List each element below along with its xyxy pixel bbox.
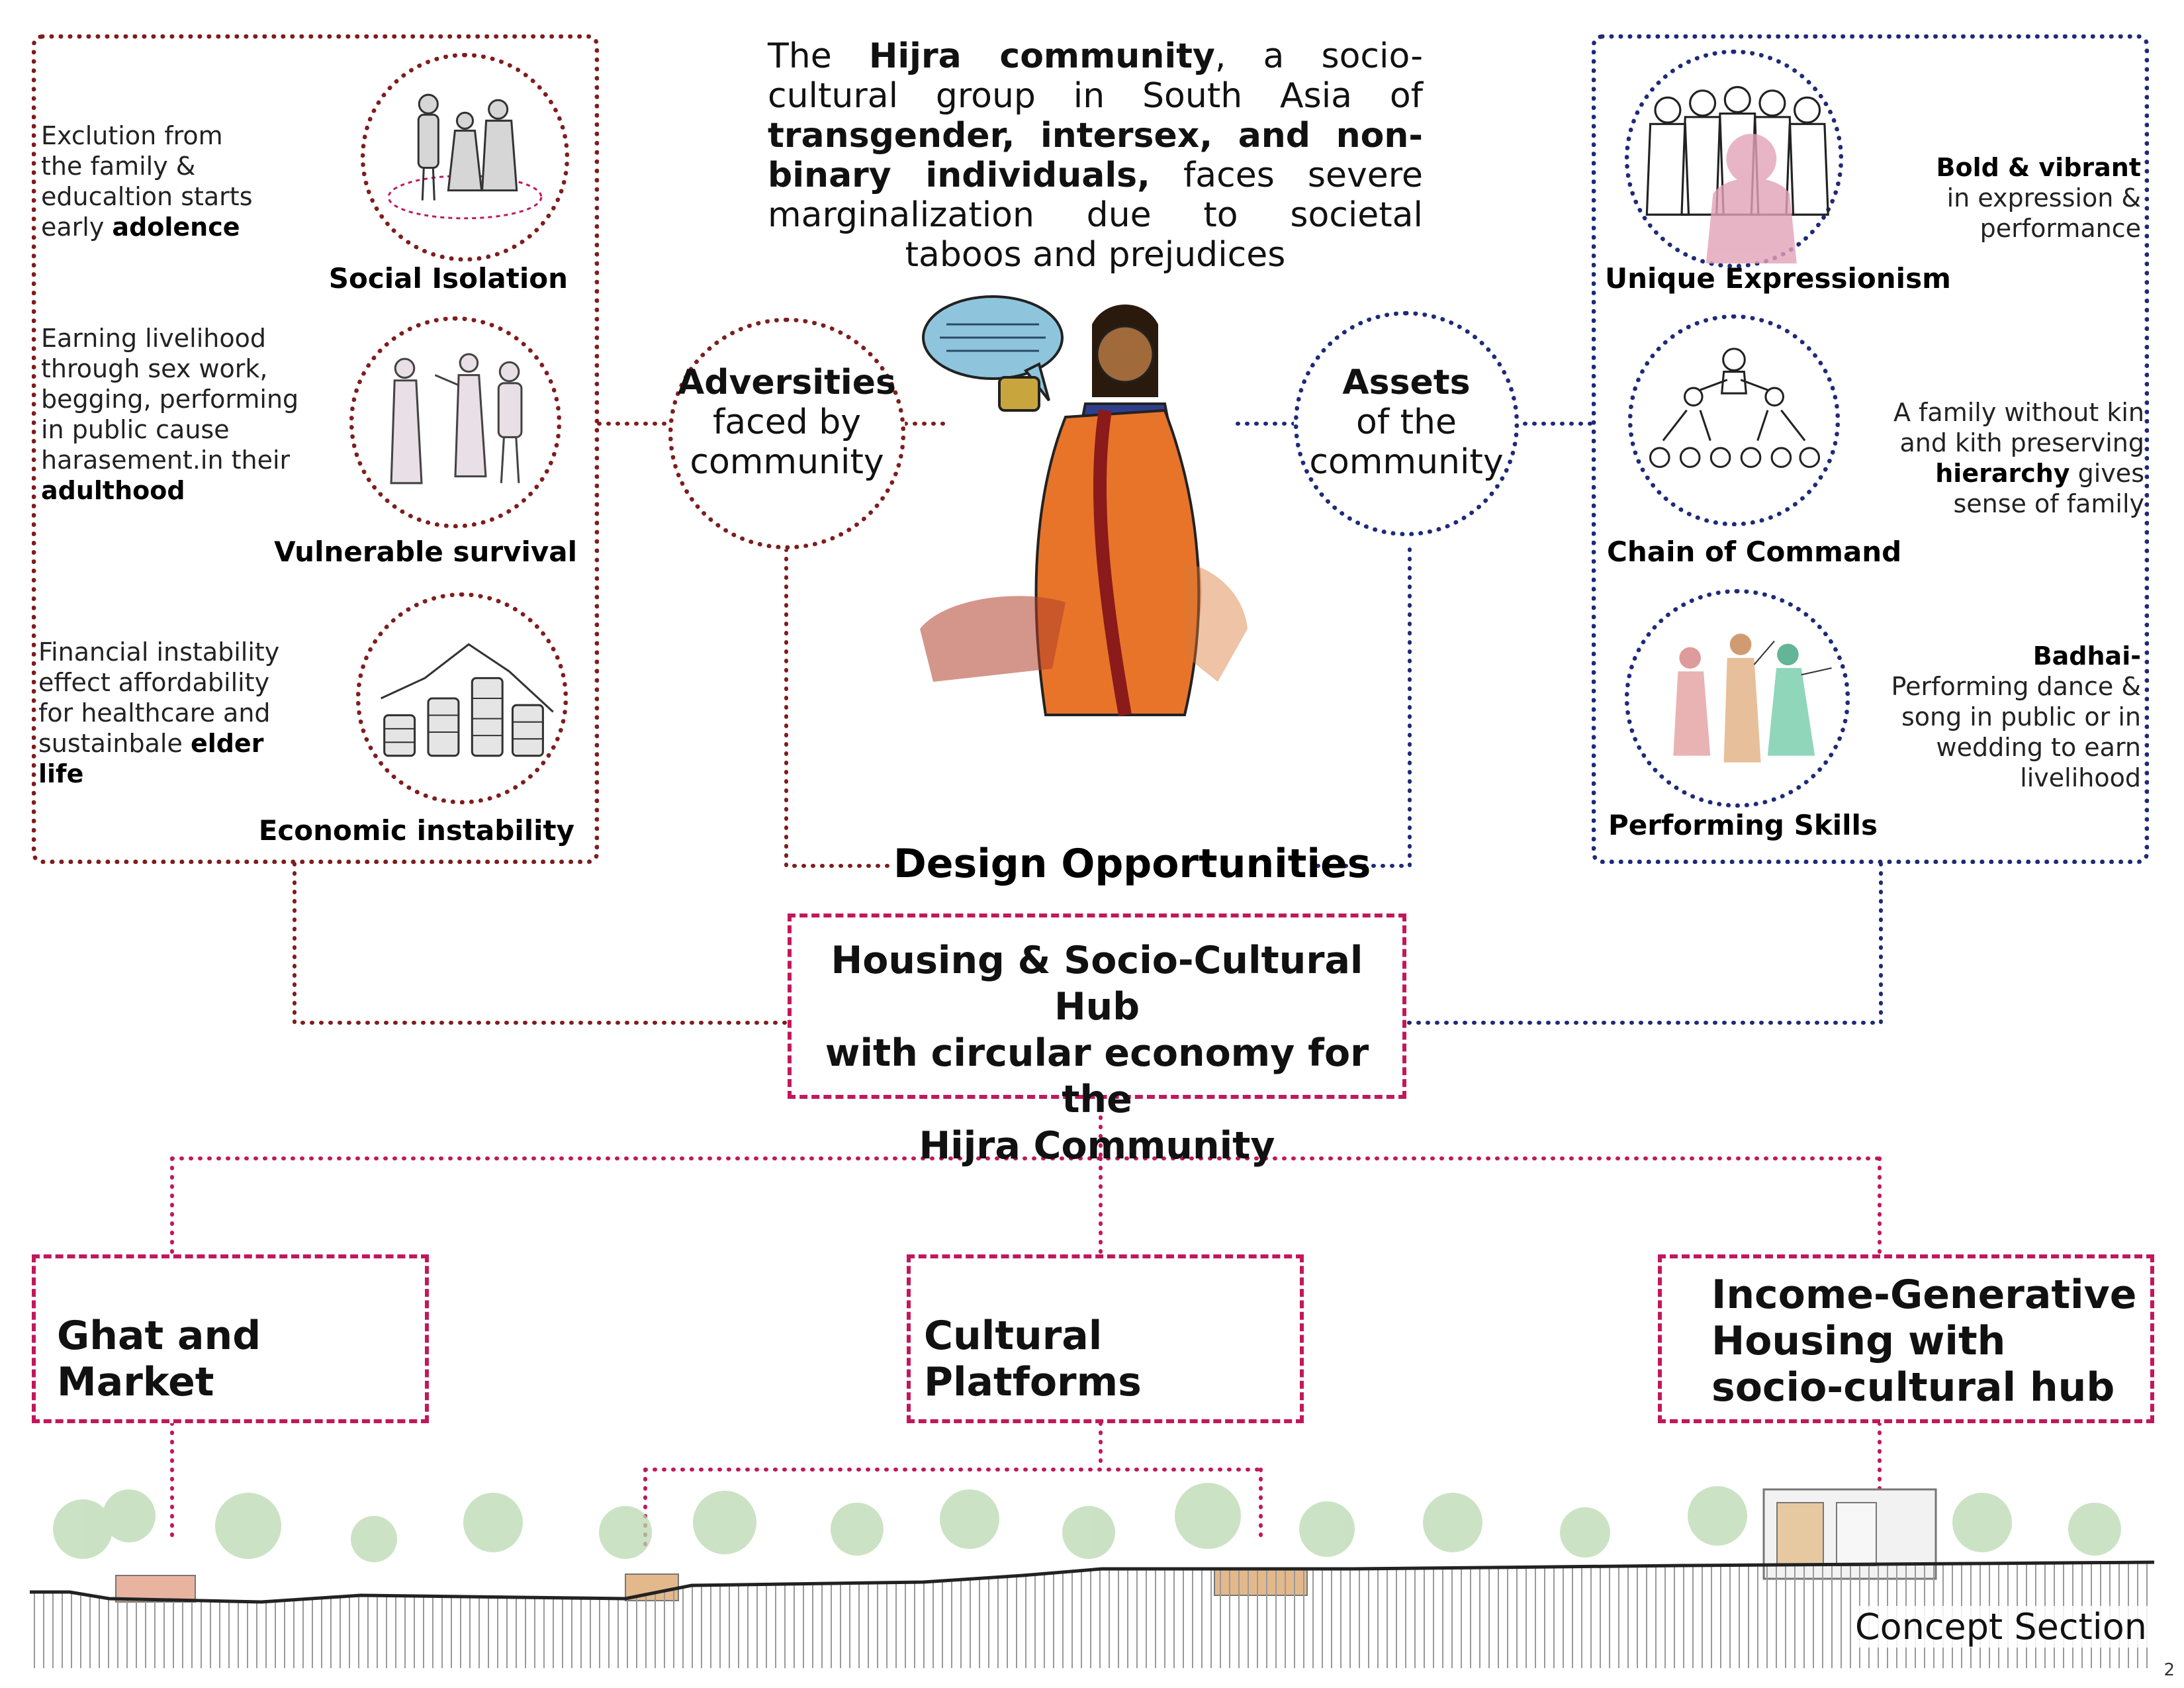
hijra-woman-illustration-icon (920, 295, 1248, 716)
intro-paragraph: The Hijra community, a socio-cultural gr… (768, 36, 1423, 275)
income-housing-box[interactable]: Income-Generative Housing with socio-cul… (1658, 1254, 2154, 1423)
performing-skills-description: Badhai- Performing dance & song in publi… (1889, 641, 2141, 793)
adversities-line2: faced by (712, 402, 862, 442)
assets-line2: of the (1356, 402, 1457, 442)
ghat-market-text: Ghat and Market (57, 1313, 261, 1405)
performing-skills-label: Performing Skills (1608, 809, 1878, 841)
emphasis-text: Bold & vibrant (1936, 153, 2142, 182)
hub-line-1: Housing & Socio-Cultural Hub (831, 939, 1363, 1029)
assets-node[interactable] (1294, 311, 1519, 536)
emphasis-text: Badhai- (2032, 641, 2141, 671)
income-housing-line-3: socio-cultural hub (1711, 1364, 2115, 1411)
vulnerable-survival-label: Vulnerable survival (274, 536, 577, 568)
chain-of-command-label: Chain of Command (1607, 536, 1902, 568)
harassment-icon (390, 353, 523, 485)
emphasis-text: transgender, intersex, and non-binary in… (768, 116, 1423, 195)
concept-section-label: Concept Section (1850, 1606, 2151, 1648)
adversities-node[interactable] (668, 318, 905, 549)
chain-of-command-description: A family without kin and kith preserving… (1880, 397, 2144, 519)
text-run: Performing dance & song in public or in … (1891, 672, 2141, 792)
social-isolation-description: Exclution from the family & educaltion s… (41, 120, 259, 242)
ghat-market-box[interactable]: Ghat and Market (32, 1254, 429, 1423)
text-run: Earning livelihood through sex work, beg… (41, 324, 299, 475)
family-exclusion-icon (387, 93, 543, 220)
performing-skills-circle (1625, 589, 1850, 808)
adversities-panel (32, 34, 599, 864)
unique-expressionism-label: Unique Expressionism (1605, 262, 1951, 295)
concept-section-illustration-icon (30, 1483, 2154, 1668)
income-housing-text: Income-Generative Housing with socio-cul… (1711, 1272, 2150, 1411)
text-run: A family without kin and kith preserving (1893, 398, 2144, 457)
emphasis-text: hierarchy (1935, 459, 2070, 488)
assets-panel (1592, 34, 2149, 864)
chain-of-command-circle (1628, 314, 1840, 526)
text-run: Exclution from the family & educaltion s… (41, 121, 253, 242)
assets-title: Assets (1342, 363, 1471, 402)
vulnerable-survival-circle (349, 316, 561, 528)
hierarchy-icon (1649, 348, 1821, 468)
hub-text: Housing & Socio-Cultural Hub with circul… (792, 937, 1402, 1169)
text-run: , a socio-cultural group in South Asia o… (768, 36, 1423, 116)
vulnerable-survival-description: Earning livelihood through sex work, beg… (41, 323, 306, 506)
adversities-node-text: Adversities faced by community (668, 363, 905, 482)
assets-node-text: Assets of the community (1294, 363, 1519, 482)
crowd-icon (1645, 85, 1829, 263)
cultural-platforms-box[interactable]: Cultural Platforms (907, 1254, 1304, 1423)
assets-line3: community (1309, 442, 1504, 482)
hub-box[interactable]: Housing & Socio-Cultural Hub with circul… (788, 914, 1406, 1168)
text-run: The (768, 36, 869, 76)
hub-line-2: with circular economy for the (825, 1031, 1369, 1121)
hub-line-3: Hijra Community (919, 1124, 1275, 1168)
text-run: faces severe marginalization due to soci… (768, 156, 1423, 275)
adversities-line3: community (690, 442, 884, 482)
adversities-title: Adversities (678, 363, 896, 402)
emphasis-text: adulthood (41, 476, 185, 505)
income-housing-line-1: Income-Generative (1711, 1272, 2137, 1318)
income-housing-line-2: Housing with (1711, 1318, 2006, 1364)
coin-stacks-icon (380, 643, 554, 757)
emphasis-text: Hijra community (868, 36, 1215, 76)
economic-instability-label: Economic instability (258, 814, 574, 847)
economic-instability-circle (356, 592, 568, 804)
social-isolation-circle (361, 53, 569, 261)
text-run: in expression & performance (1946, 183, 2141, 243)
design-opportunities-heading: Design Opportunities (893, 841, 1371, 887)
text-run: gives sense of family (1953, 459, 2144, 518)
dancers-icon (1673, 633, 1832, 763)
text-run: Financial instability effect affordabili… (38, 637, 280, 758)
unique-expressionism-description: Bold & vibrant in expression & performan… (1916, 152, 2142, 244)
economic-instability-description: Financial instability effect affordabili… (38, 637, 290, 789)
unique-expressionism-circle (1625, 50, 1843, 268)
emphasis-text: adolence (112, 212, 240, 242)
social-isolation-label: Social Isolation (328, 262, 568, 295)
emphasis-text: elder life (38, 729, 264, 788)
page-number: 2 (2163, 1660, 2175, 1680)
cultural-platforms-text: Cultural Platforms (924, 1313, 1142, 1405)
